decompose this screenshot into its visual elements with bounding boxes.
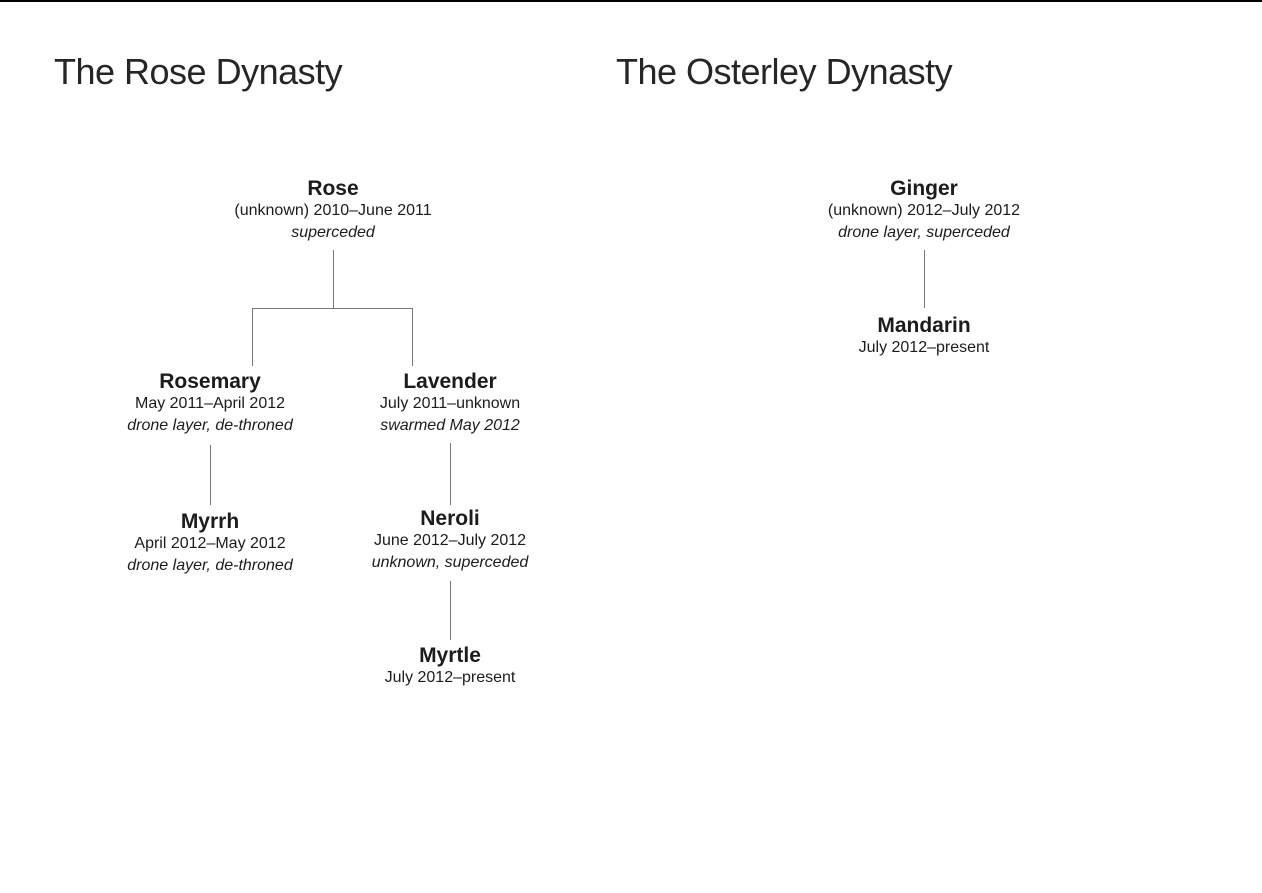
queen-name: Rosemary	[159, 370, 261, 393]
tree-node-rosemary: Rosemary May 2011–April 2012 drone layer…	[60, 370, 360, 437]
connector-neroli-to-myrtle	[450, 581, 451, 640]
rose-dynasty-title: The Rose Dynasty	[54, 51, 343, 92]
queen-fate-note: drone layer, superceded	[838, 224, 1010, 241]
queen-name: Neroli	[420, 507, 480, 530]
queen-reign-dates: April 2012–May 2012	[134, 535, 286, 552]
queen-reign-dates: July 2012–present	[384, 669, 516, 686]
queen-name: Mandarin	[877, 314, 971, 337]
page-top-border	[0, 0, 1262, 2]
osterley-dynasty-title: The Osterley Dynasty	[616, 51, 953, 92]
queen-name: Myrrh	[180, 510, 240, 533]
tree-node-neroli: Neroli June 2012–July 2012 unknown, supe…	[300, 507, 600, 574]
connector-rose-to-lavender	[412, 309, 413, 366]
tree-node-myrrh: Myrrh April 2012–May 2012 drone layer, d…	[60, 510, 360, 577]
queen-reign-dates: (unknown) 2012–July 2012	[827, 202, 1021, 219]
tree-node-mandarin: Mandarin July 2012–present	[774, 314, 1074, 359]
connector-lavender-to-neroli	[450, 443, 451, 505]
queen-reign-dates: June 2012–July 2012	[373, 532, 527, 549]
tree-node-rose: Rose (unknown) 2010–June 2011 superceded	[183, 177, 483, 244]
queen-name: Ginger	[890, 177, 958, 200]
connector-rosemary-to-myrrh	[210, 445, 211, 505]
queen-fate-note: drone layer, de-throned	[127, 557, 293, 574]
queen-reign-dates: May 2011–April 2012	[134, 395, 286, 412]
queen-name: Rose	[307, 177, 359, 200]
queen-reign-dates: July 2011–unknown	[379, 395, 521, 412]
queen-name: Myrtle	[419, 644, 481, 667]
connector-rose-branch-bar	[252, 308, 413, 309]
queen-fate-note: superceded	[291, 224, 375, 241]
tree-node-myrtle: Myrtle July 2012–present	[300, 644, 600, 689]
queen-reign-dates: (unknown) 2010–June 2011	[234, 202, 432, 219]
connector-rose-stem	[333, 250, 334, 308]
queen-name: Lavender	[403, 370, 497, 393]
connector-rose-to-rosemary	[252, 309, 253, 366]
queen-reign-dates: July 2012–present	[858, 339, 990, 356]
connector-ginger-to-mandarin	[924, 250, 925, 308]
queen-fate-note: drone layer, de-throned	[127, 417, 293, 434]
tree-node-ginger: Ginger (unknown) 2012–July 2012 drone la…	[774, 177, 1074, 244]
queen-fate-note: unknown, superceded	[371, 554, 529, 571]
queen-fate-note: swarmed May 2012	[380, 417, 520, 434]
tree-node-lavender: Lavender July 2011–unknown swarmed May 2…	[300, 370, 600, 437]
